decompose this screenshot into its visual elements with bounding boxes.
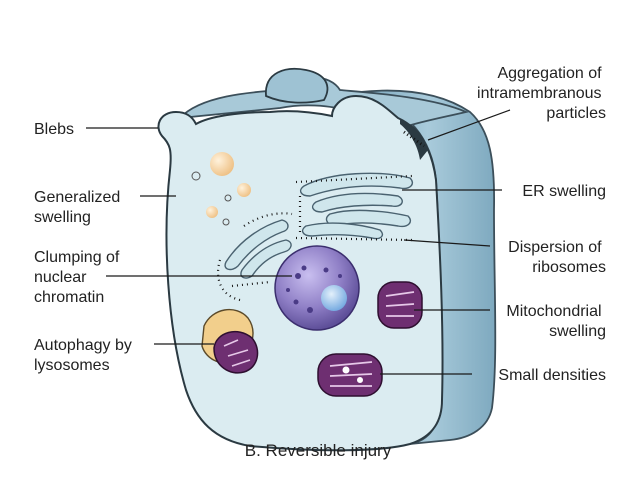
membrane-dots (403, 130, 425, 148)
small-density (342, 366, 350, 374)
droplet (210, 152, 234, 176)
chromatin-clumps (286, 265, 342, 313)
mitochondrion-upper (377, 281, 423, 329)
figure-caption: B. Reversible injury (245, 441, 392, 460)
small-density (357, 377, 363, 383)
nucleus (274, 245, 360, 331)
top-bleb (265, 68, 329, 104)
label-aggregation: Aggregation of intramembranous particles (477, 65, 606, 122)
label-mitochondrial-swelling: Mitochondrial swelling (506, 303, 606, 340)
droplet (206, 206, 218, 218)
fat-droplets (191, 152, 251, 226)
droplet (237, 183, 251, 197)
label-generalized-swelling: Generalized swelling (34, 189, 125, 226)
left-labels: Blebs Generalized swelling Clumping of n… (34, 121, 136, 374)
droplet (191, 171, 201, 181)
droplet (222, 218, 230, 226)
label-autophagy: Autophagy by lysosomes (34, 337, 136, 374)
label-clumping-chromatin: Clumping of nuclear chromatin (34, 249, 124, 306)
label-er-swelling: ER swelling (522, 183, 606, 200)
dispersed-ribosomes (216, 174, 413, 302)
label-small-densities: Small densities (498, 367, 606, 384)
autophagic-lysosome (201, 308, 259, 374)
mitochondrion-lower (317, 353, 383, 397)
droplet (224, 194, 232, 202)
label-dispersion-ribosomes: Dispersion of ribosomes (508, 239, 606, 276)
leader-lines (86, 109, 511, 375)
endoplasmic-reticulum (224, 172, 414, 279)
label-blebs: Blebs (34, 121, 74, 138)
right-labels: Aggregation of intramembranous particles… (477, 65, 606, 384)
nucleolus (321, 285, 347, 311)
